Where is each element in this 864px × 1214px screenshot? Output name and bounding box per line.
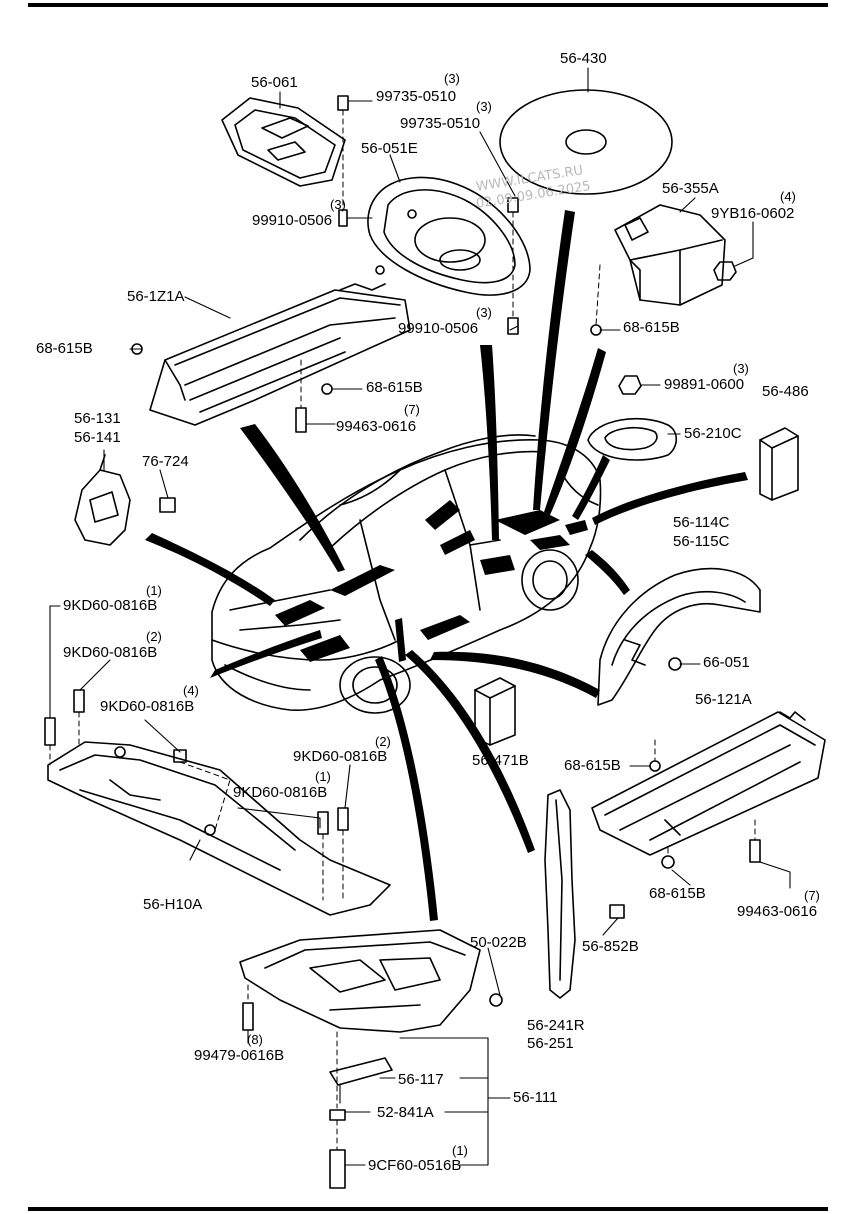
part-label-99910-0506: 99910-0506	[252, 212, 333, 229]
part-label-99463-0616-b: 99463-0616	[737, 903, 818, 920]
qty-label: (1)	[146, 583, 162, 598]
part-label-99735-0510-b: 99735-0510	[400, 115, 481, 132]
part-label-9KD60-0816B-c: 9KD60-0816B	[100, 698, 195, 715]
part-label-9YB16-0602: 9YB16-0602	[711, 205, 795, 222]
part-56-355A-bin	[614, 204, 726, 306]
qty-label: (1)	[315, 769, 331, 784]
part-label-56-1Z1A: 56-1Z1A	[127, 288, 185, 305]
part-56-210C	[587, 417, 678, 461]
part-label-56-111: 56-111	[513, 1089, 558, 1106]
part-label-9KD60-0816B-a: 9KD60-0816B	[63, 597, 158, 614]
part-label-56-486: 56-486	[762, 383, 809, 400]
part-label-56-114C: 56-114C	[673, 514, 730, 531]
part-56-117-bracket	[329, 1057, 393, 1086]
part-label-68-615B-e: 68-615B	[649, 885, 706, 902]
part-label-52-841A: 52-841A	[377, 1104, 434, 1121]
part-56-H10A-plate	[47, 741, 391, 916]
part-label-76-724: 76-724	[142, 453, 189, 470]
part-label-56-471B: 56-471B	[472, 752, 529, 769]
part-label-9CF60-0516B: 9CF60-0516B	[368, 1157, 462, 1174]
qty-label: (2)	[146, 629, 162, 644]
part-label-56-430: 56-430	[560, 50, 607, 67]
qty-label: (3)	[733, 361, 749, 376]
part-label-99891-0600: 99891-0600	[664, 376, 745, 393]
qty-label: (8)	[247, 1032, 263, 1047]
part-label-56-241R: 56-241R	[527, 1017, 585, 1034]
part-56-1Z1A-cover	[149, 283, 411, 426]
part-label-99735-0510: 99735-0510	[376, 88, 457, 105]
dashed-guides	[49, 109, 756, 1151]
part-label-68-615B: 68-615B	[623, 319, 680, 336]
part-label-56-115C: 56-115C	[673, 533, 730, 550]
part-label-68-615B-c: 68-615B	[366, 379, 423, 396]
part-label-99910-0506-b: 99910-0506	[398, 320, 479, 337]
part-label-56-061: 56-061	[251, 74, 298, 91]
qty-label: (3)	[330, 197, 346, 212]
part-56-121A-cover	[591, 711, 826, 856]
part-label-66-051: 66-051	[703, 654, 750, 671]
part-label-9KD60-0816B-b: 9KD60-0816B	[63, 644, 158, 661]
leader-lines	[49, 67, 791, 1166]
part-56-061-pad	[221, 97, 346, 187]
part-56-241R-strip	[544, 789, 576, 999]
part-label-56-131: 56-131	[74, 410, 121, 427]
part-label-56-121A: 56-121A	[695, 691, 752, 708]
part-label-99479-0616B: 99479-0616B	[194, 1047, 285, 1064]
bottom-rule	[28, 1207, 828, 1211]
qty-label: (4)	[183, 683, 199, 698]
qty-label: (3)	[444, 71, 460, 86]
qty-label: (2)	[375, 734, 391, 749]
part-label-9KD60-0816B-e: 9KD60-0816B	[233, 784, 328, 801]
highlighted-areas	[275, 500, 588, 662]
qty-label: (7)	[404, 402, 420, 417]
part-label-56-251: 56-251	[527, 1035, 574, 1052]
qty-label: (3)	[476, 305, 492, 320]
part-label-56-210C: 56-210C	[684, 425, 742, 442]
part-label-9KD60-0816B-d: 9KD60-0816B	[293, 748, 388, 765]
part-56-471B-block	[474, 677, 516, 746]
part-label-99463-0616: 99463-0616	[336, 418, 417, 435]
part-label-56-H10A: 56-H10A	[143, 896, 203, 913]
part-label-56-117: 56-117	[398, 1071, 444, 1088]
part-label-56-141: 56-141	[74, 429, 121, 446]
part-label-68-615B-d: 68-615B	[564, 757, 621, 774]
part-56-131-bracket	[74, 454, 131, 546]
qty-label: (7)	[804, 888, 820, 903]
qty-label: (4)	[780, 189, 796, 204]
part-56-114C-liner	[597, 567, 761, 706]
part-56-111-undercover	[239, 929, 481, 1033]
part-label-56-355A: 56-355A	[662, 180, 719, 197]
part-label-68-615B-b: 68-615B	[36, 340, 93, 357]
qty-label: (1)	[452, 1143, 468, 1158]
qty-label: (3)	[476, 99, 492, 114]
part-56-486-block	[759, 427, 799, 501]
top-rule	[28, 3, 828, 7]
part-label-50-022B: 50-022B	[470, 934, 527, 951]
pointer-wedges	[145, 210, 748, 921]
part-label-56-852B: 56-852B	[582, 938, 639, 955]
part-56-430-disc	[499, 89, 673, 195]
part-label-56-051E: 56-051E	[361, 140, 418, 157]
part-56-051E-pad	[367, 176, 531, 296]
